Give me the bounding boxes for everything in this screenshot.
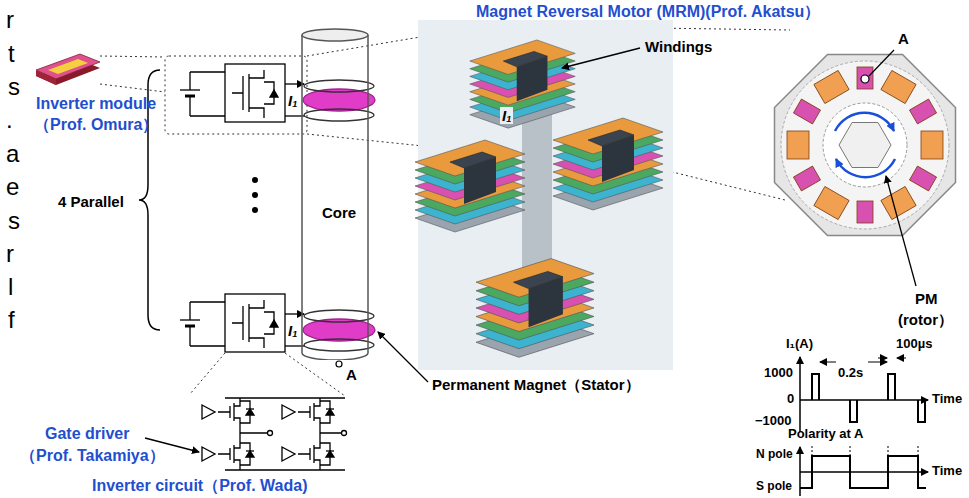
text-fragment: t (8, 40, 15, 68)
component-title: Inverter module (36, 95, 156, 113)
tick-label: 0 (787, 392, 794, 407)
current-label: I₁ (288, 92, 297, 109)
component-title: Magnet Reversal Motor (MRM)(Prof. Akatsu… (476, 3, 820, 21)
tick-label: S pole (756, 480, 792, 494)
text-fragment: a (6, 140, 19, 168)
text-fragment: f (8, 306, 15, 334)
text-fragment: s (8, 207, 20, 235)
text-fragment: . (6, 106, 13, 134)
dimension: 100µs (896, 337, 932, 352)
text-fragment: r (6, 6, 14, 34)
tick-label: N pole (756, 448, 793, 462)
axis-label: Time (932, 392, 962, 407)
axis-label: I₁(A) (786, 337, 813, 352)
current-label: I₁ (288, 322, 297, 339)
text-fragment: l (8, 273, 13, 301)
component-title: （Prof. Takamiya） (20, 447, 165, 465)
point-label: A (898, 30, 909, 47)
axis-label: Polarity at A (788, 427, 863, 442)
text-fragment: e (6, 173, 19, 201)
group-label: 4 Parallel (58, 193, 124, 210)
part-name: Permanent Magnet（Stator） (432, 376, 640, 393)
cylinder-outline (301, 28, 369, 360)
part-name: PM (915, 290, 938, 307)
text-fragment: r (6, 240, 14, 268)
part-name: Windings (645, 38, 712, 55)
part-name: (rotor） (898, 311, 953, 328)
tick-label: 1000 (764, 366, 793, 381)
tick-label: −1000 (755, 414, 792, 429)
core-cylinder: Core (301, 28, 377, 360)
current-label: I₁ (500, 107, 513, 124)
component-title: （Prof. Omura） (34, 116, 158, 134)
point-label: A (346, 366, 357, 383)
component-title: Inverter circuit（Prof. Wada) (92, 477, 307, 495)
component-title: Gate driver (45, 425, 129, 443)
text-fragment: s (8, 73, 20, 101)
node-label: Core (301, 204, 377, 221)
dimension: 0.2s (838, 366, 863, 381)
axis-label: Time (932, 464, 962, 479)
